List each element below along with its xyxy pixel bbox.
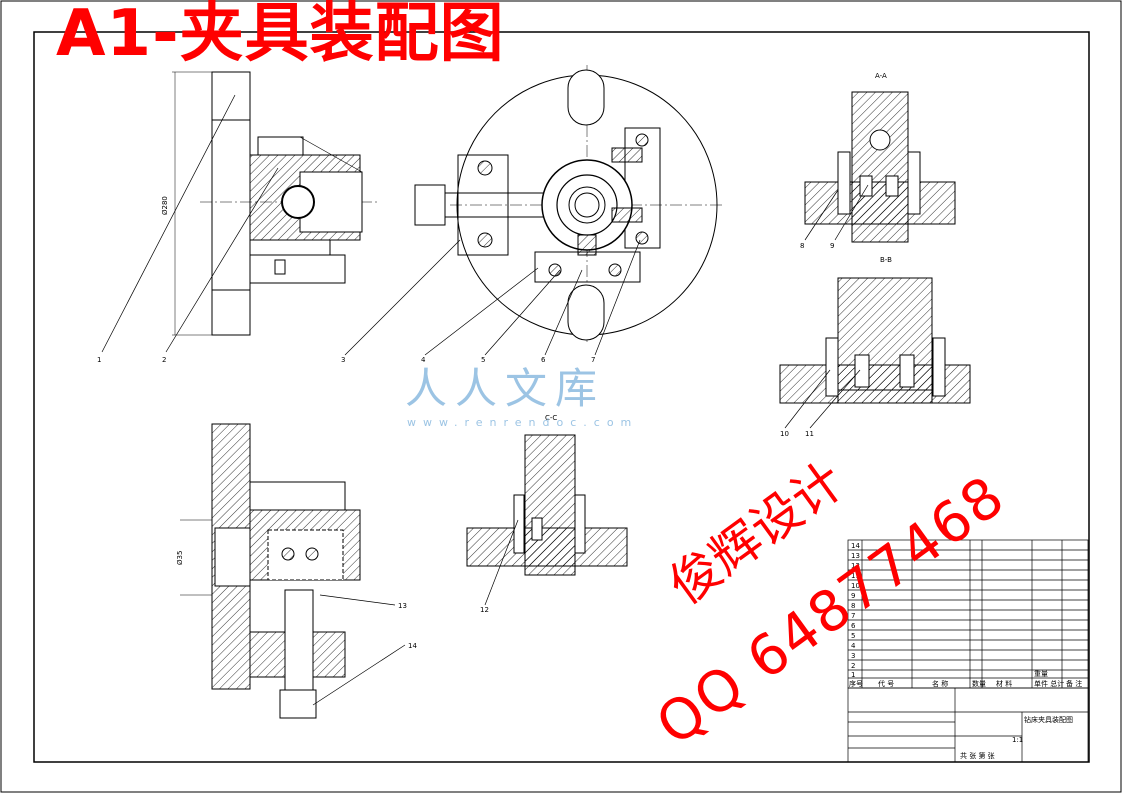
svg-text:1:1: 1:1 [1012, 736, 1023, 744]
svg-text:2: 2 [851, 662, 855, 670]
inner-frame [33, 31, 1090, 763]
svg-text:共 张 第 张: 共 张 第 张 [960, 751, 995, 760]
svg-text:重量: 重量 [1034, 670, 1048, 678]
logo-text: 人人文库 [405, 364, 606, 413]
svg-text:9: 9 [851, 592, 855, 600]
section-cc [466, 434, 628, 576]
svg-text:代 号: 代 号 [878, 679, 894, 688]
bom-row-lines [848, 549, 1088, 679]
dim-d280: Ø280 [161, 196, 169, 215]
svg-text:备 注: 备 注 [1066, 679, 1082, 688]
svg-text:12: 12 [851, 562, 860, 570]
section-label-bb: B-B [880, 256, 892, 264]
svg-text:4: 4 [851, 642, 856, 650]
svg-text:数量: 数量 [972, 679, 986, 688]
balloon-labels: 1 2 3 4 5 6 7 8 9 10 11 12 13 14 [97, 242, 834, 650]
svg-text:7: 7 [851, 612, 855, 620]
svg-text:1: 1 [851, 671, 855, 679]
section-label-aa: A-A [875, 72, 887, 80]
bom-table [847, 539, 1089, 763]
svg-text:钻床夹具装配图: 钻床夹具装配图 [1024, 715, 1073, 724]
svg-text:7: 7 [591, 356, 595, 364]
dim-d35: Ø35 [176, 551, 184, 565]
renrendoc-logo: 人人文库 www.renrendoc.com [405, 355, 638, 429]
svg-text:1: 1 [97, 356, 101, 364]
svg-text:9: 9 [830, 242, 834, 250]
svg-text:单件 总计: 单件 总计 [1034, 679, 1064, 688]
svg-text:13: 13 [398, 602, 407, 610]
section-bb [779, 277, 971, 404]
bom-text: 14 13 12 11 10 9 8 7 6 5 4 3 2 1 序号 代 号 … [849, 542, 1082, 760]
svg-text:8: 8 [851, 602, 855, 610]
svg-text:材 料: 材 料 [996, 679, 1012, 688]
svg-text:4: 4 [421, 356, 426, 364]
svg-text:3: 3 [341, 356, 345, 364]
side-view-top [172, 71, 380, 336]
svg-text:5: 5 [481, 356, 485, 364]
side-view-bottom [180, 423, 361, 719]
svg-text:11: 11 [851, 572, 860, 580]
svg-text:12: 12 [480, 606, 489, 614]
svg-text:14: 14 [851, 542, 860, 550]
section-aa [804, 91, 956, 243]
svg-text:10: 10 [780, 430, 789, 438]
logo-url: www.renrendoc.com [407, 416, 639, 429]
svg-text:8: 8 [800, 242, 804, 250]
svg-text:名 称: 名 称 [932, 679, 948, 688]
svg-text:序号: 序号 [849, 679, 863, 688]
svg-text:14: 14 [408, 642, 417, 650]
svg-text:5: 5 [851, 632, 855, 640]
drawing-title: A1-夹具装配图 [56, 0, 505, 71]
svg-text:6: 6 [541, 356, 546, 364]
svg-text:10: 10 [851, 582, 860, 590]
leaders [101, 94, 869, 706]
svg-text:11: 11 [805, 430, 814, 438]
section-label-cc: C-C [545, 414, 557, 422]
svg-text:13: 13 [851, 552, 860, 560]
svg-text:2: 2 [162, 356, 166, 364]
svg-text:3: 3 [851, 652, 855, 660]
plan-view [414, 65, 725, 345]
svg-text:6: 6 [851, 622, 856, 630]
